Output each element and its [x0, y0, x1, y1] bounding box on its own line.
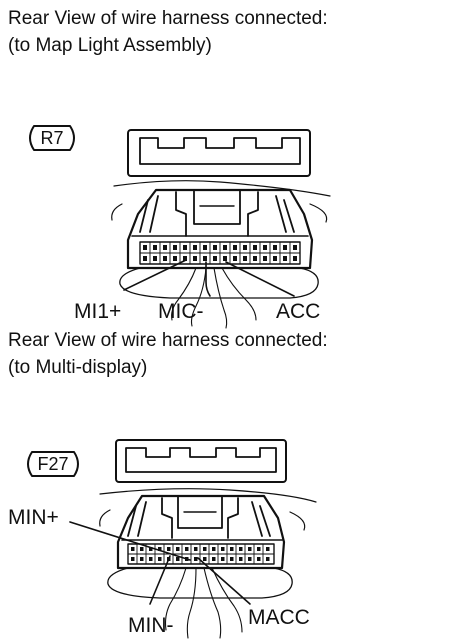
section2-pin-label-minplus: MIN+ [8, 506, 59, 529]
section2-heading-line1: Rear View of wire harness connected: [8, 330, 328, 351]
section2-connector-badge: F27 [27, 451, 79, 477]
section2-wire-bundle [164, 567, 243, 639]
section2-pin-label-macc: MACC [248, 606, 310, 629]
section1-pin-label-mi1plus: MI1+ [74, 300, 121, 323]
section1-connector-badge: R7 [29, 125, 75, 151]
section1-wire-bundle [171, 267, 257, 329]
section2-connector-id: F27 [37, 454, 68, 474]
section2-heading: Rear View of wire harness connected: (to… [8, 327, 328, 381]
section2-pin-label-minminus: MIN- [128, 614, 174, 637]
section1-leader-lines [123, 259, 295, 297]
section2-connector-figure: F27 [8, 439, 317, 639]
section1-pin-label-acc: ACC [276, 300, 320, 323]
section2-mating-connector [115, 439, 287, 483]
section1-mating-connector [127, 129, 311, 177]
section2-leader-lines [69, 521, 251, 605]
section2-harness-connector [116, 494, 286, 570]
section1-heading-line1: Rear View of wire harness connected: [8, 8, 328, 29]
section1-connector-id: R7 [40, 128, 63, 148]
section1-connector-figure: R7 [29, 125, 331, 329]
section1-pin-label-micminus: MIC- [158, 300, 204, 323]
section1-heading-line2: (to Map Light Assembly) [8, 35, 212, 56]
section2-heading-line2: (to Multi-display) [8, 357, 148, 378]
section1-heading: Rear View of wire harness connected: (to… [8, 5, 328, 59]
section1-harness-connector [126, 188, 314, 270]
